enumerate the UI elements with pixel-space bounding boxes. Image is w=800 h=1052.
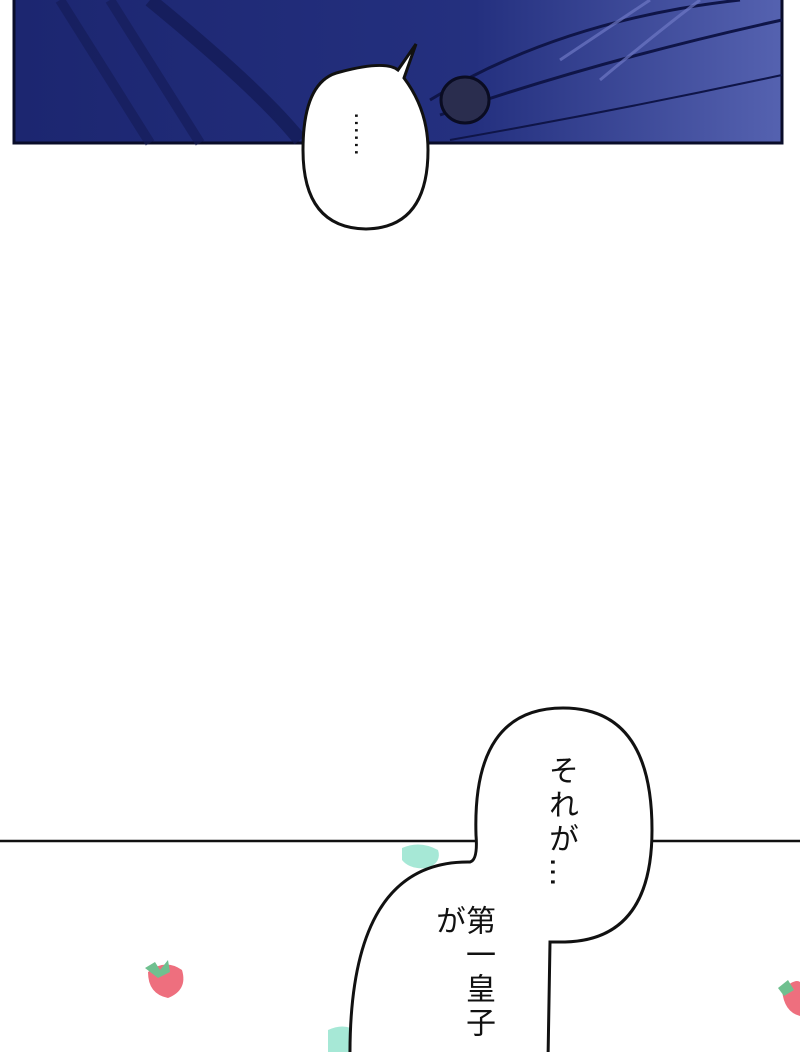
button-detail — [439, 75, 491, 125]
speech-bubble-1 — [301, 43, 430, 231]
bubble-1-text: …… — [349, 112, 374, 156]
bubble-3-text: 第一皇子が — [430, 905, 495, 1041]
bubble-2-text: それが… — [543, 755, 578, 891]
strawberry-icon — [778, 980, 800, 1016]
speech-bubble-2 — [348, 706, 654, 1052]
strawberry-icon — [145, 960, 184, 998]
